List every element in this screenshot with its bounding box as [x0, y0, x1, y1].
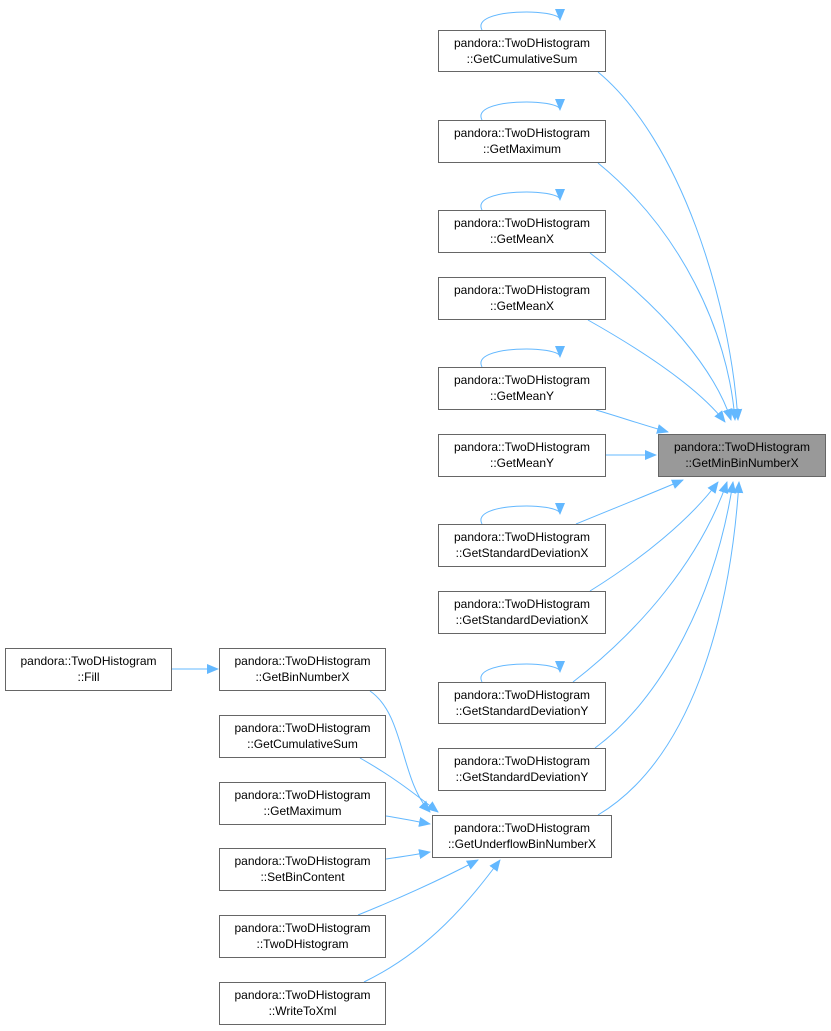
- node-line2: ::WriteToXml: [268, 1004, 337, 1018]
- edge-getmaximum-1: [597, 162, 740, 421]
- self-loop-getcumulativesum-1: [480, 8, 565, 31]
- node-line1: pandora::TwoDHistogram: [453, 754, 591, 768]
- self-loop-getstandarddeviationy-1: [480, 660, 565, 683]
- node-line2: ::GetMeanX: [489, 299, 555, 313]
- node-line1: pandora::TwoDHistogram: [453, 216, 591, 230]
- node-line2: ::GetStandardDeviationX: [455, 546, 589, 560]
- edge-getmeany-1: [595, 409, 669, 434]
- node-line1: pandora::TwoDHistogram: [453, 597, 591, 611]
- edge-getunderflowbinnumberx: [597, 481, 744, 816]
- node-getmeanx-1[interactable]: pandora::TwoDHistogram ::GetMeanX: [438, 210, 606, 253]
- node-getmeanx-2[interactable]: pandora::TwoDHistogram ::GetMeanX: [438, 277, 606, 320]
- self-loop-getmaximum-1: [480, 98, 565, 121]
- node-line2: ::Fill: [77, 670, 100, 684]
- node-getmaximum-1[interactable]: pandora::TwoDHistogram ::GetMaximum: [438, 120, 606, 163]
- node-line1: pandora::TwoDHistogram: [453, 440, 591, 454]
- node-getbinnumberx[interactable]: pandora::TwoDHistogram ::GetBinNumberX: [219, 648, 386, 691]
- edge-getstandarddeviationx-2: [589, 481, 719, 592]
- edge-getstandarddeviationx-1: [575, 479, 684, 525]
- node-line2: ::GetUnderflowBinNumberX: [447, 837, 597, 851]
- node-getminbinnumberx-line2: ::GetMinBinNumberX: [685, 456, 799, 470]
- node-twodhistogram[interactable]: pandora::TwoDHistogram ::TwoDHistogram: [219, 915, 386, 958]
- edge-getmaximum-2: [385, 815, 431, 827]
- node-getstandarddeviationy-1[interactable]: pandora::TwoDHistogram ::GetStandardDevi…: [438, 682, 606, 724]
- node-getstandarddeviationx-2[interactable]: pandora::TwoDHistogram ::GetStandardDevi…: [438, 591, 606, 634]
- node-line1: pandora::TwoDHistogram: [234, 988, 371, 1002]
- node-line2: ::GetMaximum: [263, 804, 342, 818]
- node-line2: ::GetStandardDeviationY: [455, 704, 589, 718]
- node-line1: pandora::TwoDHistogram: [234, 921, 371, 935]
- node-getcumulativesum-2[interactable]: pandora::TwoDHistogram ::GetCumulativeSu…: [219, 715, 386, 758]
- node-getunderflowbinnumberx[interactable]: pandora::TwoDHistogram ::GetUnderflowBin…: [432, 815, 612, 858]
- edge-twodhistogram: [357, 859, 479, 916]
- node-line1: pandora::TwoDHistogram: [234, 721, 371, 735]
- edge-getstandarddeviationy-1: [572, 481, 729, 683]
- node-getmaximum-2[interactable]: pandora::TwoDHistogram ::GetMaximum: [219, 782, 386, 825]
- node-getminbinnumberx: pandora::TwoDHistogram ::GetMinBinNumber…: [658, 434, 826, 477]
- edge-setbincontent: [385, 849, 431, 860]
- node-getmeany-2[interactable]: pandora::TwoDHistogram ::GetMeanY: [438, 434, 606, 477]
- edge-getmeanx-2: [587, 319, 726, 423]
- node-line2: ::SetBinContent: [260, 870, 345, 884]
- node-line2: ::GetStandardDeviationX: [455, 613, 589, 627]
- node-line2: ::TwoDHistogram: [256, 937, 349, 951]
- node-line2: ::GetMeanX: [489, 232, 555, 246]
- node-line2: ::GetBinNumberX: [255, 670, 350, 684]
- self-loop-getstandarddeviationx-1: [480, 502, 565, 525]
- node-line1: pandora::TwoDHistogram: [453, 530, 591, 544]
- node-line2: ::GetMeanY: [489, 389, 555, 403]
- edge-getcumulativesum-2: [359, 757, 439, 813]
- node-line1: pandora::TwoDHistogram: [453, 373, 591, 387]
- node-setbincontent[interactable]: pandora::TwoDHistogram ::SetBinContent: [219, 848, 386, 891]
- node-writetoxml[interactable]: pandora::TwoDHistogram ::WriteToXml: [219, 982, 386, 1025]
- node-getmeany-1[interactable]: pandora::TwoDHistogram ::GetMeanY: [438, 367, 606, 410]
- node-getstandarddeviationx-1[interactable]: pandora::TwoDHistogram ::GetStandardDevi…: [438, 524, 606, 567]
- node-line1: pandora::TwoDHistogram: [234, 788, 371, 802]
- node-line2: ::GetStandardDeviationY: [455, 770, 589, 784]
- edge-getmeanx-1: [589, 252, 733, 421]
- node-line1: pandora::TwoDHistogram: [453, 283, 591, 297]
- node-line1: pandora::TwoDHistogram: [453, 36, 591, 50]
- node-fill[interactable]: pandora::TwoDHistogram ::Fill: [5, 648, 172, 691]
- edge-writetoxml: [363, 859, 501, 983]
- edge-getcumulativesum-1: [597, 71, 743, 421]
- node-line2: ::GetMaximum: [482, 142, 561, 156]
- node-line1: pandora::TwoDHistogram: [20, 654, 157, 668]
- node-line1: pandora::TwoDHistogram: [453, 126, 591, 140]
- node-line1: pandora::TwoDHistogram: [453, 688, 591, 702]
- self-loop-getmeany-1: [480, 345, 565, 368]
- node-line2: ::GetMeanY: [489, 456, 555, 470]
- node-getcumulativesum-1[interactable]: pandora::TwoDHistogram ::GetCumulativeSu…: [438, 30, 606, 72]
- edge-getstandarddeviationy-2: [594, 481, 737, 749]
- node-line1: pandora::TwoDHistogram: [234, 854, 371, 868]
- self-loop-getmeanx-1: [480, 188, 565, 211]
- node-line2: ::GetCumulativeSum: [466, 52, 578, 66]
- node-line2: ::GetCumulativeSum: [247, 737, 358, 751]
- node-getminbinnumberx-line1: pandora::TwoDHistogram: [673, 440, 811, 454]
- node-line1: pandora::TwoDHistogram: [234, 654, 371, 668]
- node-getstandarddeviationy-2[interactable]: pandora::TwoDHistogram ::GetStandardDevi…: [438, 748, 606, 791]
- edge-getbinnumberx: [369, 690, 431, 813]
- node-line1: pandora::TwoDHistogram: [453, 821, 591, 835]
